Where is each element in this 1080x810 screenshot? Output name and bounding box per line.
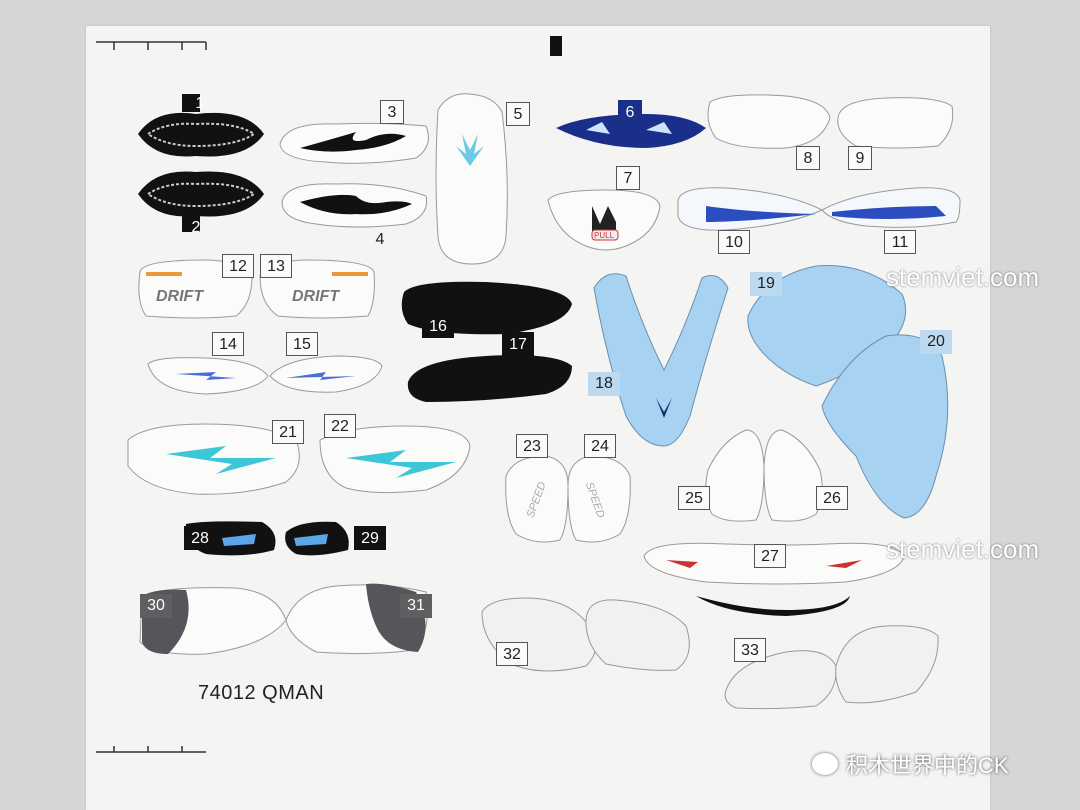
sticker-5 [435,93,508,265]
sticker-number-15: 15 [286,332,318,356]
sticker-number-20: 20 [920,330,952,354]
sticker-number-30: 30 [140,594,172,618]
product-code: 74012 QMAN [198,682,325,704]
sticker-number-22: 22 [324,414,356,438]
sticker-8 [707,94,831,149]
sticker-number-12: 12 [222,254,254,278]
sticker-text-drift-13: DRIFT [292,288,340,305]
sticker-22 [319,425,471,494]
sticker-number-5: 5 [506,102,530,126]
sticker-11 [821,187,961,228]
sticker-number-31: 31 [400,594,432,618]
sticker-number-8: 8 [796,146,820,170]
sticker-number-33: 33 [734,638,766,662]
sticker-number-29: 29 [354,526,386,550]
sticker-4 [281,183,428,228]
chat-bubble-icon [812,753,838,775]
sticker-number-14: 14 [212,332,244,356]
sticker-1 [138,94,264,157]
sticker-number-3: 3 [380,100,404,124]
sticker-number-10: 10 [718,230,750,254]
sticker-26 [763,429,823,522]
sticker-25 [705,429,765,522]
watermark-account: 积木世界中的CK [812,748,1009,780]
sticker-number-32: 32 [496,642,528,666]
sticker-18 [593,273,729,447]
sticker-number-24: 24 [584,434,616,458]
sticker-text-drift-12: DRIFT [156,288,204,305]
sticker-number-26: 26 [816,486,848,510]
decal-artwork [96,36,961,753]
registration-mark-top [96,41,207,50]
sticker-number-16: 16 [422,314,454,338]
decal-sheet: 1 2 3 4 5 6 7 8 9 10 11 12 13 14 15 16 1… [86,26,990,810]
sticker-number-18: 18 [588,372,620,396]
sticker-number-25: 25 [678,486,710,510]
sticker-text-pull: PULL [594,231,615,240]
sticker-17 [407,355,572,402]
sticker-number-4: 4 [375,231,385,248]
sticker-20 [821,334,949,519]
sticker-number-6: 6 [618,100,642,124]
sticker-number-23: 23 [516,434,548,458]
sticker-15 [269,355,383,393]
watermark-site-2: stemviet.com [886,534,1040,564]
sticker-3 [279,122,429,164]
sticker-number-11: 11 [884,230,916,254]
sticker-number-17: 17 [502,332,534,356]
sticker-10 [677,187,824,231]
sticker-number-27: 27 [754,544,786,568]
sticker-33 [724,650,837,710]
sticker-6 [556,114,706,148]
registration-mark-bottom [96,746,206,753]
sticker-number-9: 9 [848,146,872,170]
sticker-9 [837,97,954,149]
watermark-account-text: 积木世界中的CK [846,753,1009,778]
sticker-2 [138,171,264,232]
sticker-number-13: 13 [260,254,292,278]
sticker-number-7: 7 [616,166,640,190]
sticker-number-28: 28 [184,526,216,550]
registration-mark-center [550,36,562,56]
sticker-number-21: 21 [272,420,304,444]
sticker-7 [547,189,661,251]
sticker-number-19: 19 [750,272,782,296]
sticker-number-1: 1 [195,95,205,112]
sticker-number-2: 2 [191,219,201,236]
watermark-site-1: stemviet.com [886,262,1040,292]
